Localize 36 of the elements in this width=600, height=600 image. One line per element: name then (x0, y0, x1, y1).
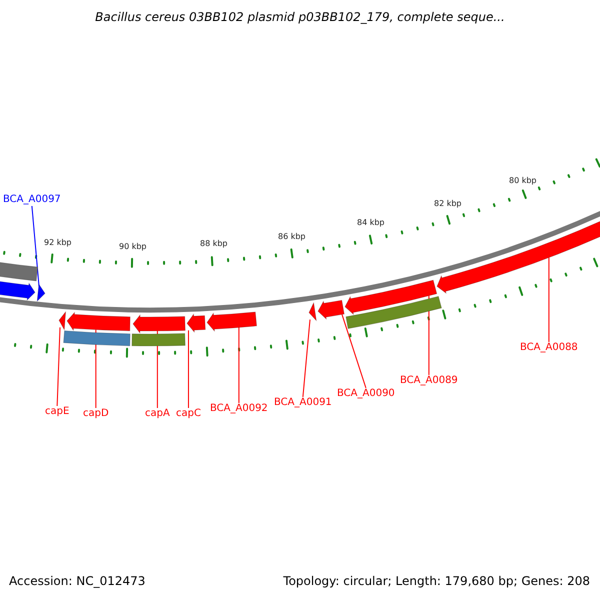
leader-line (188, 330, 189, 408)
gene-bar (346, 296, 442, 329)
gene-label: BCA_A0092 (210, 403, 268, 415)
gene-label: capD (83, 408, 109, 420)
gene-bar (0, 259, 38, 282)
summary-text: Topology: circular; Length: 179,680 bp; Genes: 208 (283, 575, 590, 587)
leader-line (342, 314, 366, 388)
gene-feature (344, 280, 438, 315)
gene-feature (132, 314, 186, 334)
gene-label: capE (45, 406, 70, 418)
gene-bar (63, 330, 130, 346)
scale-label: 80 kbp (509, 175, 537, 187)
scale-label: 86 kbp (278, 231, 306, 243)
scale-label: 92 kbp (44, 237, 72, 249)
gene-label: BCA_A0097 (3, 194, 61, 206)
gene-label: BCA_A0088 (520, 342, 578, 354)
gene-label: capC (176, 408, 201, 420)
leader-line (548, 257, 550, 342)
leader-line (238, 326, 240, 404)
gene-label: BCA_A0091 (274, 397, 332, 409)
title: Bacillus cereus 03BB102 plasmid p03BB102_179, complete seque... (94, 11, 506, 23)
accession-text: Accession: NC_012473 (9, 575, 146, 587)
leader-line (31, 206, 40, 287)
leader-line (302, 319, 310, 398)
scale-label: 88 kbp (200, 238, 228, 250)
gene-label: capA (145, 408, 170, 420)
gene-feature (36, 284, 46, 302)
scale-label: 82 kbp (434, 198, 462, 210)
gene-label: BCA_A0089 (400, 375, 458, 387)
gene-label: BCA_A0090 (337, 388, 395, 400)
gene-bar (132, 333, 186, 346)
scale-label: 84 kbp (357, 217, 385, 229)
gene-feature (206, 312, 257, 332)
leader-line (56, 326, 60, 406)
scale-label: 90 kbp (119, 241, 147, 253)
gene-feature (186, 314, 206, 332)
